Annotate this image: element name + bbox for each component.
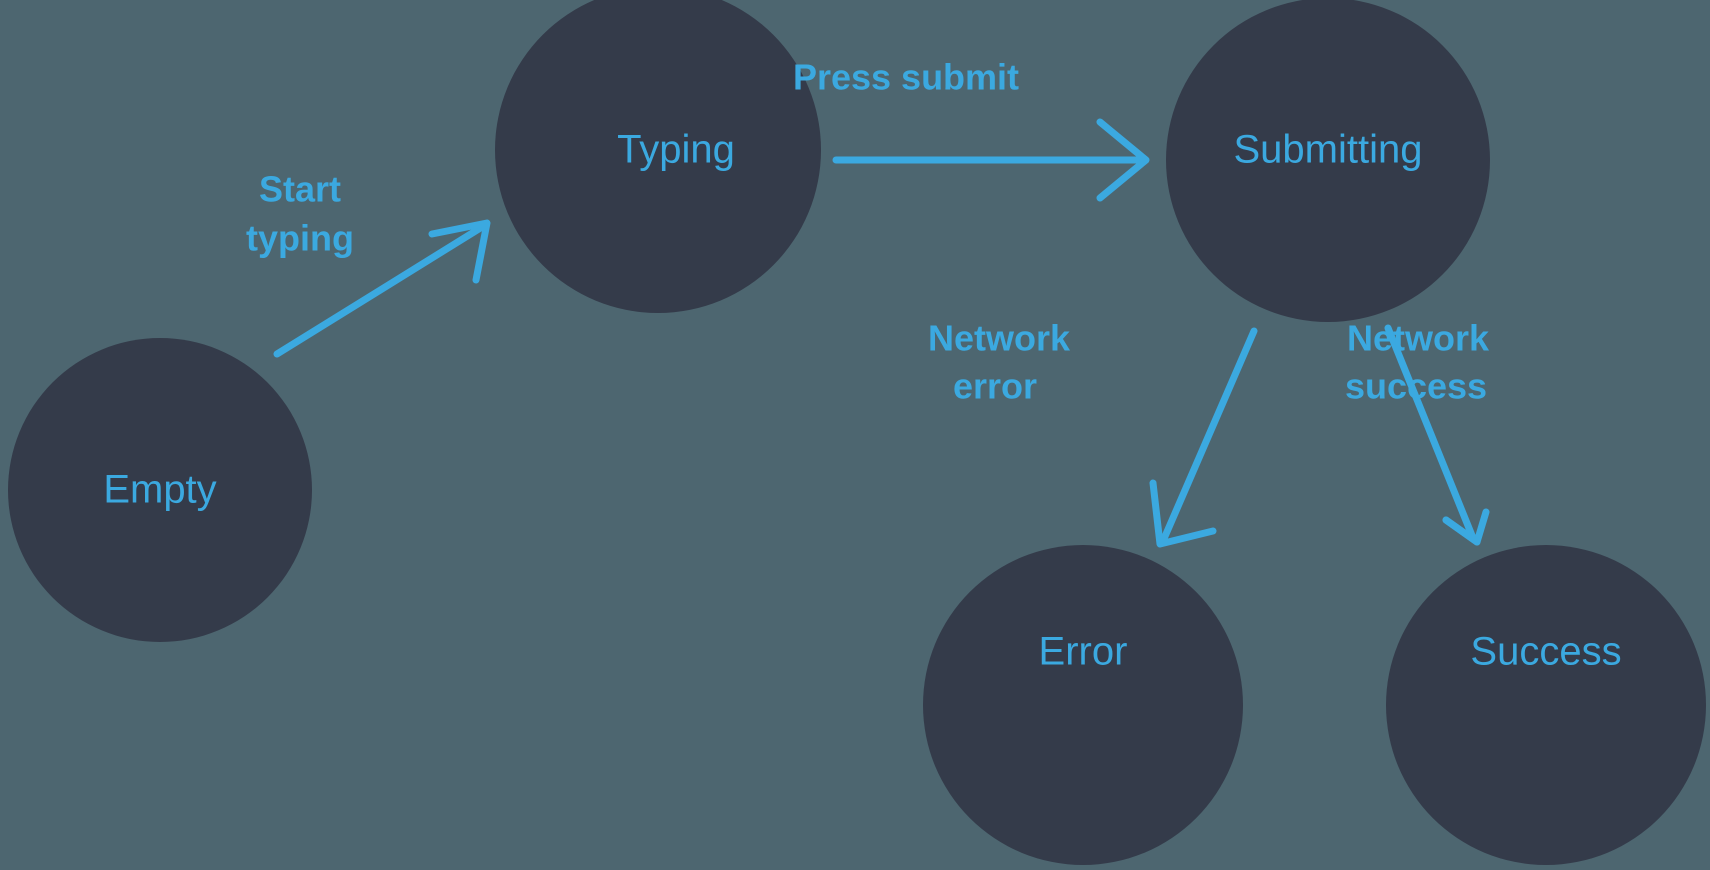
- state-circle-typing: [495, 0, 821, 313]
- transition-label-network-success-line1: Network: [1347, 318, 1490, 359]
- edge-line-network-error: [1159, 327, 1258, 545]
- transition-label-press-submit-line1: Press submit: [793, 57, 1019, 98]
- arrowhead-network-success-barb: [1442, 516, 1481, 546]
- edge-line-start-typing: [273, 223, 486, 358]
- state-node-error[interactable]: Error: [923, 545, 1243, 865]
- transition-label-network-error-line1: Network: [928, 318, 1071, 359]
- transition-label-network-error-line2: error: [953, 366, 1037, 407]
- state-label-error: Error: [1039, 630, 1128, 674]
- transition-label-start-typing-line1: Start: [259, 169, 341, 210]
- state-label-empty: Empty: [103, 468, 216, 512]
- state-node-empty[interactable]: Empty: [8, 338, 312, 642]
- transition-network-error[interactable]: [1149, 327, 1258, 548]
- arrowhead-start-typing: [428, 219, 491, 284]
- state-label-success: Success: [1470, 630, 1621, 674]
- transition-label-network-success: Network success: [1345, 318, 1490, 407]
- state-node-typing[interactable]: Typing: [495, 0, 821, 313]
- state-label-typing: Typing: [617, 128, 735, 172]
- transition-network-success[interactable]: [1384, 324, 1490, 546]
- transition-start-typing[interactable]: [273, 219, 491, 358]
- state-node-success[interactable]: Success: [1386, 545, 1706, 865]
- transition-press-submit[interactable]: [832, 118, 1150, 202]
- state-node-submitting[interactable]: Submitting: [1166, 0, 1490, 322]
- state-circle-empty: [8, 338, 312, 642]
- state-circle-submitting: [1166, 0, 1490, 322]
- transition-label-network-success-line2: success: [1345, 366, 1487, 407]
- state-circle-success: [1386, 545, 1706, 865]
- transition-label-start-typing-line2: typing: [246, 218, 354, 259]
- arrowhead-network-error: [1149, 479, 1217, 548]
- transition-label-press-submit: Press submit: [793, 57, 1019, 98]
- arrowhead-press-submit: [1096, 118, 1150, 202]
- edge-line-network-success: [1384, 324, 1477, 542]
- state-circle-error: [923, 545, 1243, 865]
- state-label-submitting: Submitting: [1234, 128, 1423, 172]
- transition-label-start-typing: Start typing: [246, 169, 354, 259]
- transition-label-network-error: Network error: [928, 318, 1071, 407]
